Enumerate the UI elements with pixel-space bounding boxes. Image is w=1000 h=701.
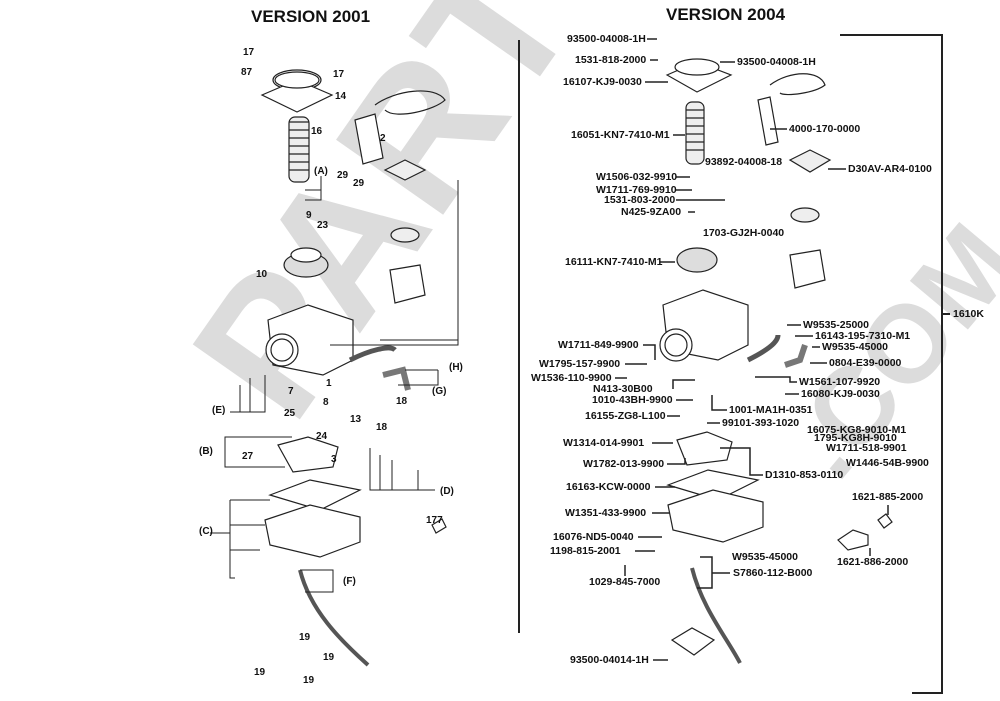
- part-label: D1310-853-0110: [765, 469, 844, 481]
- part-label: 16107-KJ9-0030: [563, 76, 642, 88]
- callout: 18: [376, 422, 388, 433]
- left-parts: [260, 69, 447, 667]
- part-label: N425-9ZA00: [621, 206, 682, 218]
- callout: 25: [284, 408, 296, 419]
- callout: 7: [288, 386, 294, 397]
- part-label: 1531-818-2000: [575, 54, 647, 66]
- callout: 29: [337, 170, 349, 181]
- part-label: W1711-849-9900: [558, 339, 639, 351]
- part-label: 1531-803-2000: [604, 194, 676, 206]
- callout: 19: [254, 667, 266, 678]
- callout: 8: [323, 397, 329, 408]
- part-label: W1536-110-9900: [531, 372, 612, 384]
- part-label: D30AV-AR4-0100: [848, 163, 932, 175]
- part-label: 16051-KN7-7410-M1: [571, 129, 670, 141]
- part-label: W1446-54B-9900: [846, 457, 929, 469]
- part-label: 1621-886-2000: [837, 556, 909, 568]
- part-label: 93892-04008-18: [705, 156, 783, 168]
- callout: 87: [241, 67, 253, 78]
- callout: 27: [242, 451, 254, 462]
- callout: 29: [353, 178, 365, 189]
- callout: 19: [299, 632, 311, 643]
- part-label: 1010-43BH-9900: [592, 394, 673, 406]
- part-label: 16143-195-7310-M1: [815, 330, 911, 342]
- callout: (D): [440, 486, 454, 497]
- callout: 9: [306, 210, 312, 221]
- part-label: 4000-170-0000: [789, 123, 861, 135]
- callout: 3: [331, 454, 337, 465]
- part-label: 16155-ZG8-L100: [585, 410, 666, 422]
- part-label: 16163-KCW-0000: [566, 481, 651, 493]
- right-parts: [659, 58, 893, 664]
- part-label: W1782-013-9900: [583, 458, 665, 470]
- assembly-label: 1610K: [953, 308, 984, 320]
- part-label: W9535-25000: [803, 319, 869, 331]
- callout: (A): [314, 166, 328, 177]
- callout: 24: [316, 431, 328, 442]
- callout: 19: [303, 675, 315, 686]
- part-label: 1703-GJ2H-0040: [703, 227, 785, 239]
- right-leaders: [615, 38, 889, 661]
- part-label: 93500-04008-1H: [737, 56, 816, 68]
- callout: 1: [326, 378, 332, 389]
- part-label: 1795-KG8H-9010: [814, 432, 897, 444]
- part-label: W1506-032-9910: [596, 171, 678, 183]
- part-label: 16111-KN7-7410-M1: [565, 256, 663, 268]
- callout: 23: [317, 220, 329, 231]
- part-label: W9535-45000: [822, 341, 888, 353]
- callout: (B): [199, 446, 213, 457]
- version-2001-title: VERSION 2001: [251, 7, 371, 26]
- callout: (G): [432, 386, 447, 397]
- callout: 177: [426, 515, 443, 526]
- part-label: 16075-KG8-9010-M1: [807, 424, 907, 436]
- part-label: 93500-04008-1H: [567, 33, 646, 45]
- part-label: 0804-E39-0000: [829, 357, 902, 369]
- left-leaders: [210, 176, 459, 593]
- assembly-bracket: [840, 34, 943, 694]
- part-label: W1795-157-9900: [539, 358, 621, 370]
- callout: 16: [311, 126, 323, 137]
- callout: 14: [335, 91, 347, 102]
- part-label: 16076-ND5-0040: [553, 531, 634, 543]
- part-label: W1314-014-9901: [563, 437, 645, 449]
- callout: (C): [199, 526, 213, 537]
- part-label: 99101-393-1020: [722, 417, 800, 429]
- part-label: W1351-433-9900: [565, 507, 647, 519]
- part-label: 16080-KJ9-0030: [801, 388, 880, 400]
- part-label: W1711-518-9901: [826, 442, 907, 454]
- part-label: W9535-45000: [732, 551, 798, 563]
- callout: 17: [243, 47, 255, 58]
- callout: 17: [333, 69, 345, 80]
- part-label: 1198-815-2001: [550, 545, 621, 557]
- version-2004-title: VERSION 2004: [666, 5, 786, 24]
- callout: (H): [449, 362, 463, 373]
- part-label: 93500-04014-1H: [570, 654, 649, 666]
- part-label: 1001-MA1H-0351: [729, 404, 813, 416]
- part-label: W1711-769-9910: [596, 184, 677, 196]
- part-label: 1029-845-7000: [589, 576, 661, 588]
- callout: 19: [323, 652, 335, 663]
- part-label: W1561-107-9920: [799, 376, 881, 388]
- callout: 18: [396, 396, 408, 407]
- callout: 2: [380, 133, 386, 144]
- callout: 13: [350, 414, 362, 425]
- callout: 10: [256, 269, 268, 280]
- part-label: S7860-112-B000: [733, 567, 813, 579]
- callout: (F): [343, 576, 356, 587]
- callout: (E): [212, 405, 226, 416]
- part-label: 1621-885-2000: [852, 491, 924, 503]
- part-label: N413-30B00: [593, 383, 653, 395]
